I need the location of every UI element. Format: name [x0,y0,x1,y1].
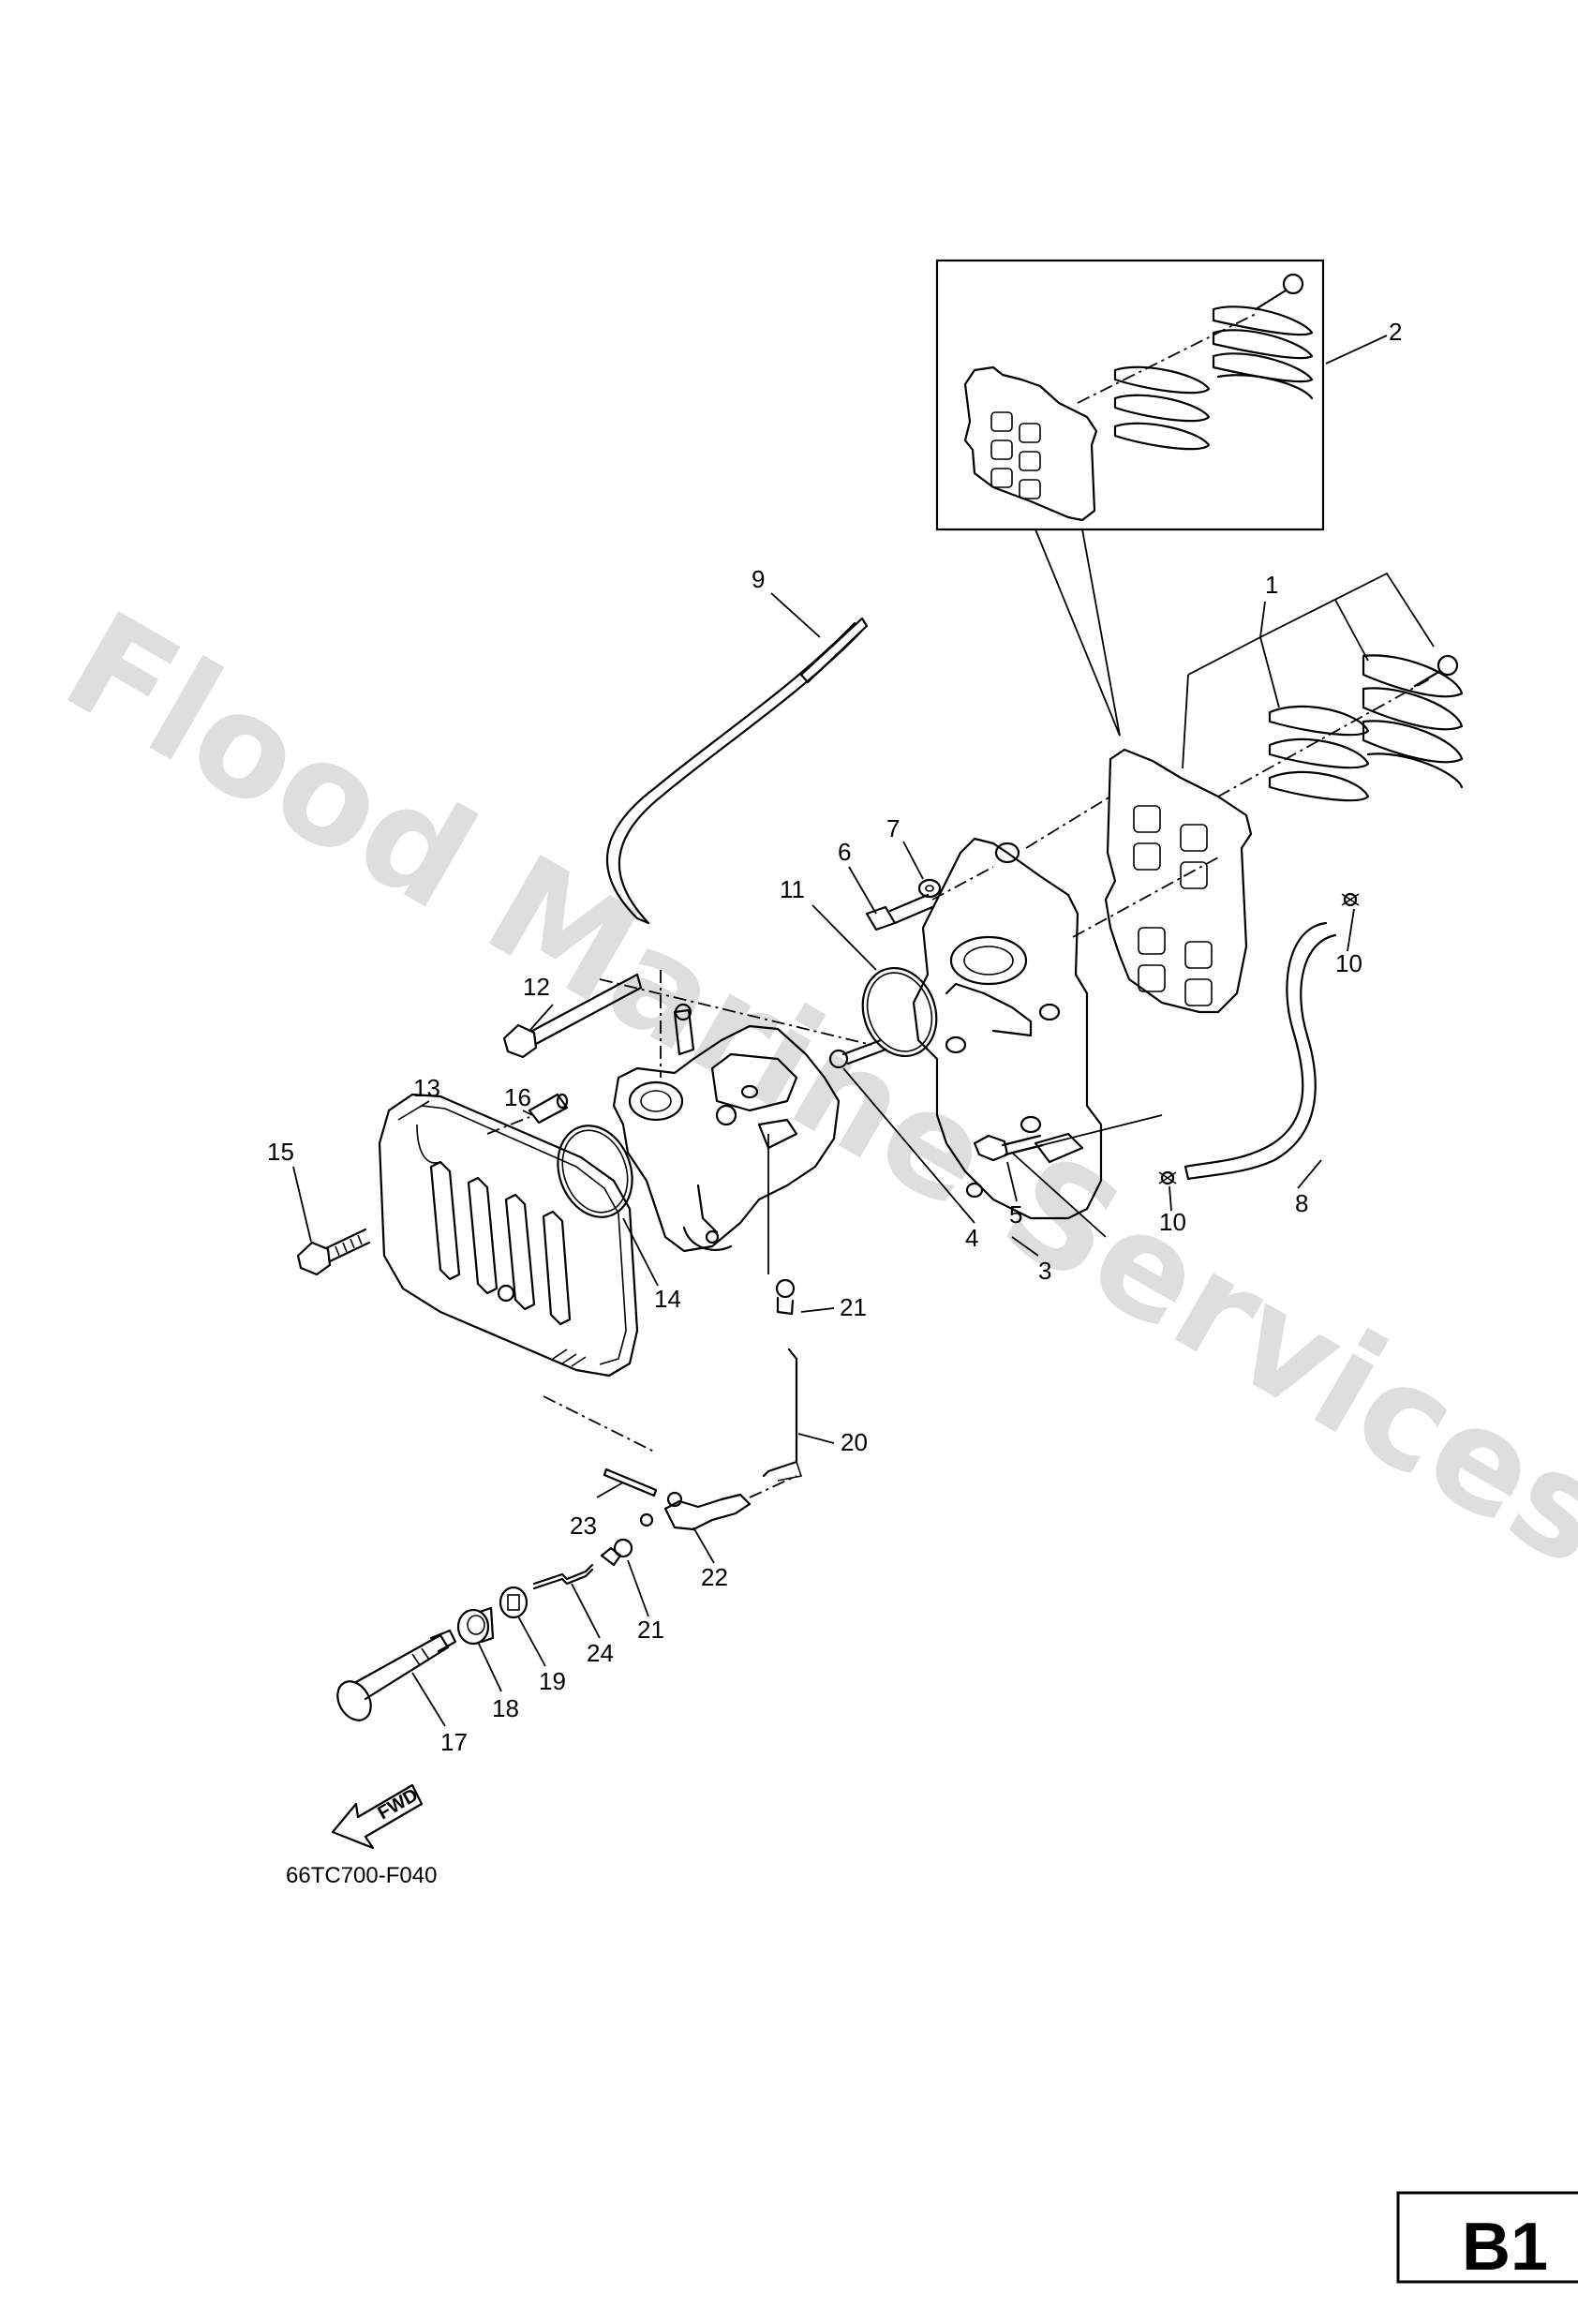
callout-23: 23 [570,1512,597,1540]
choke-lever-22 [639,1475,797,1531]
intake-manifold [912,796,1219,1220]
bolt-6 [865,866,994,931]
callout-1: 1 [1265,571,1278,599]
reed-valve-detail-inset [935,259,1388,737]
callout-10a: 10 [1335,949,1362,977]
callout-numbers: 1 2 3 4 5 6 7 8 9 10 10 11 12 13 14 15 1… [267,318,1402,1756]
callout-6: 6 [838,838,851,866]
inset-reed-plate [963,365,1098,522]
bolt-4 [828,1038,887,1069]
bolt-15 [296,1228,371,1276]
page-code: B1 [1462,2210,1548,2285]
gasket-11 [861,966,938,1058]
callout-21a: 21 [840,1293,867,1321]
callout-7: 7 [886,814,900,842]
callout-9: 9 [752,565,765,593]
callout-10b: 10 [1159,1208,1186,1236]
o-ring-14 [557,1125,633,1218]
callout-14: 14 [654,1285,681,1313]
choke-knob-17 [336,1629,457,1721]
callout-2: 2 [1389,318,1402,346]
callout-11: 11 [780,875,805,903]
callout-15: 15 [267,1138,294,1166]
callout-24: 24 [587,1639,614,1667]
wire-24 [532,1563,594,1590]
inset-screw [1254,273,1304,311]
bolt-12 [502,973,643,1059]
drawing-code: 66TC700-F040 [286,1863,437,1888]
carburetor [599,970,872,1253]
callout-3: 3 [1038,1257,1051,1285]
fwd-arrow-icon: FWD [331,1783,424,1850]
reed-valve-assembly [1104,572,1464,1014]
callout-18: 18 [492,1694,519,1722]
callout-21b: 21 [637,1616,664,1644]
bushing-19 [499,1586,528,1619]
callout-4: 4 [965,1224,978,1252]
hose-8 [1184,921,1337,1181]
callout-20: 20 [841,1428,868,1456]
choke-rod-20 [762,1348,803,1482]
hose-9 [605,617,869,925]
callout-12: 12 [523,973,550,1001]
callout-22: 22 [701,1563,728,1591]
page-code-box: B1 [1396,2191,1578,2285]
inset-reed-stopper [1212,305,1314,400]
clip-21-a [767,1134,796,1316]
washer-7 [917,878,942,899]
callout-leaders [292,592,1355,1727]
callout-8: 8 [1295,1189,1308,1217]
silencer-13 [378,1093,657,1453]
clip-10-b [1158,1170,1177,1185]
callout-17: 17 [440,1728,468,1756]
callout-19: 19 [539,1667,566,1695]
pin-23 [603,1467,658,1497]
clip-21-b [600,1538,633,1567]
callout-16: 16 [504,1083,531,1111]
clip-10-a [1341,892,1360,907]
callout-5: 5 [1009,1200,1022,1229]
grommet-18 [456,1606,495,1646]
callout-13: 13 [413,1074,440,1102]
